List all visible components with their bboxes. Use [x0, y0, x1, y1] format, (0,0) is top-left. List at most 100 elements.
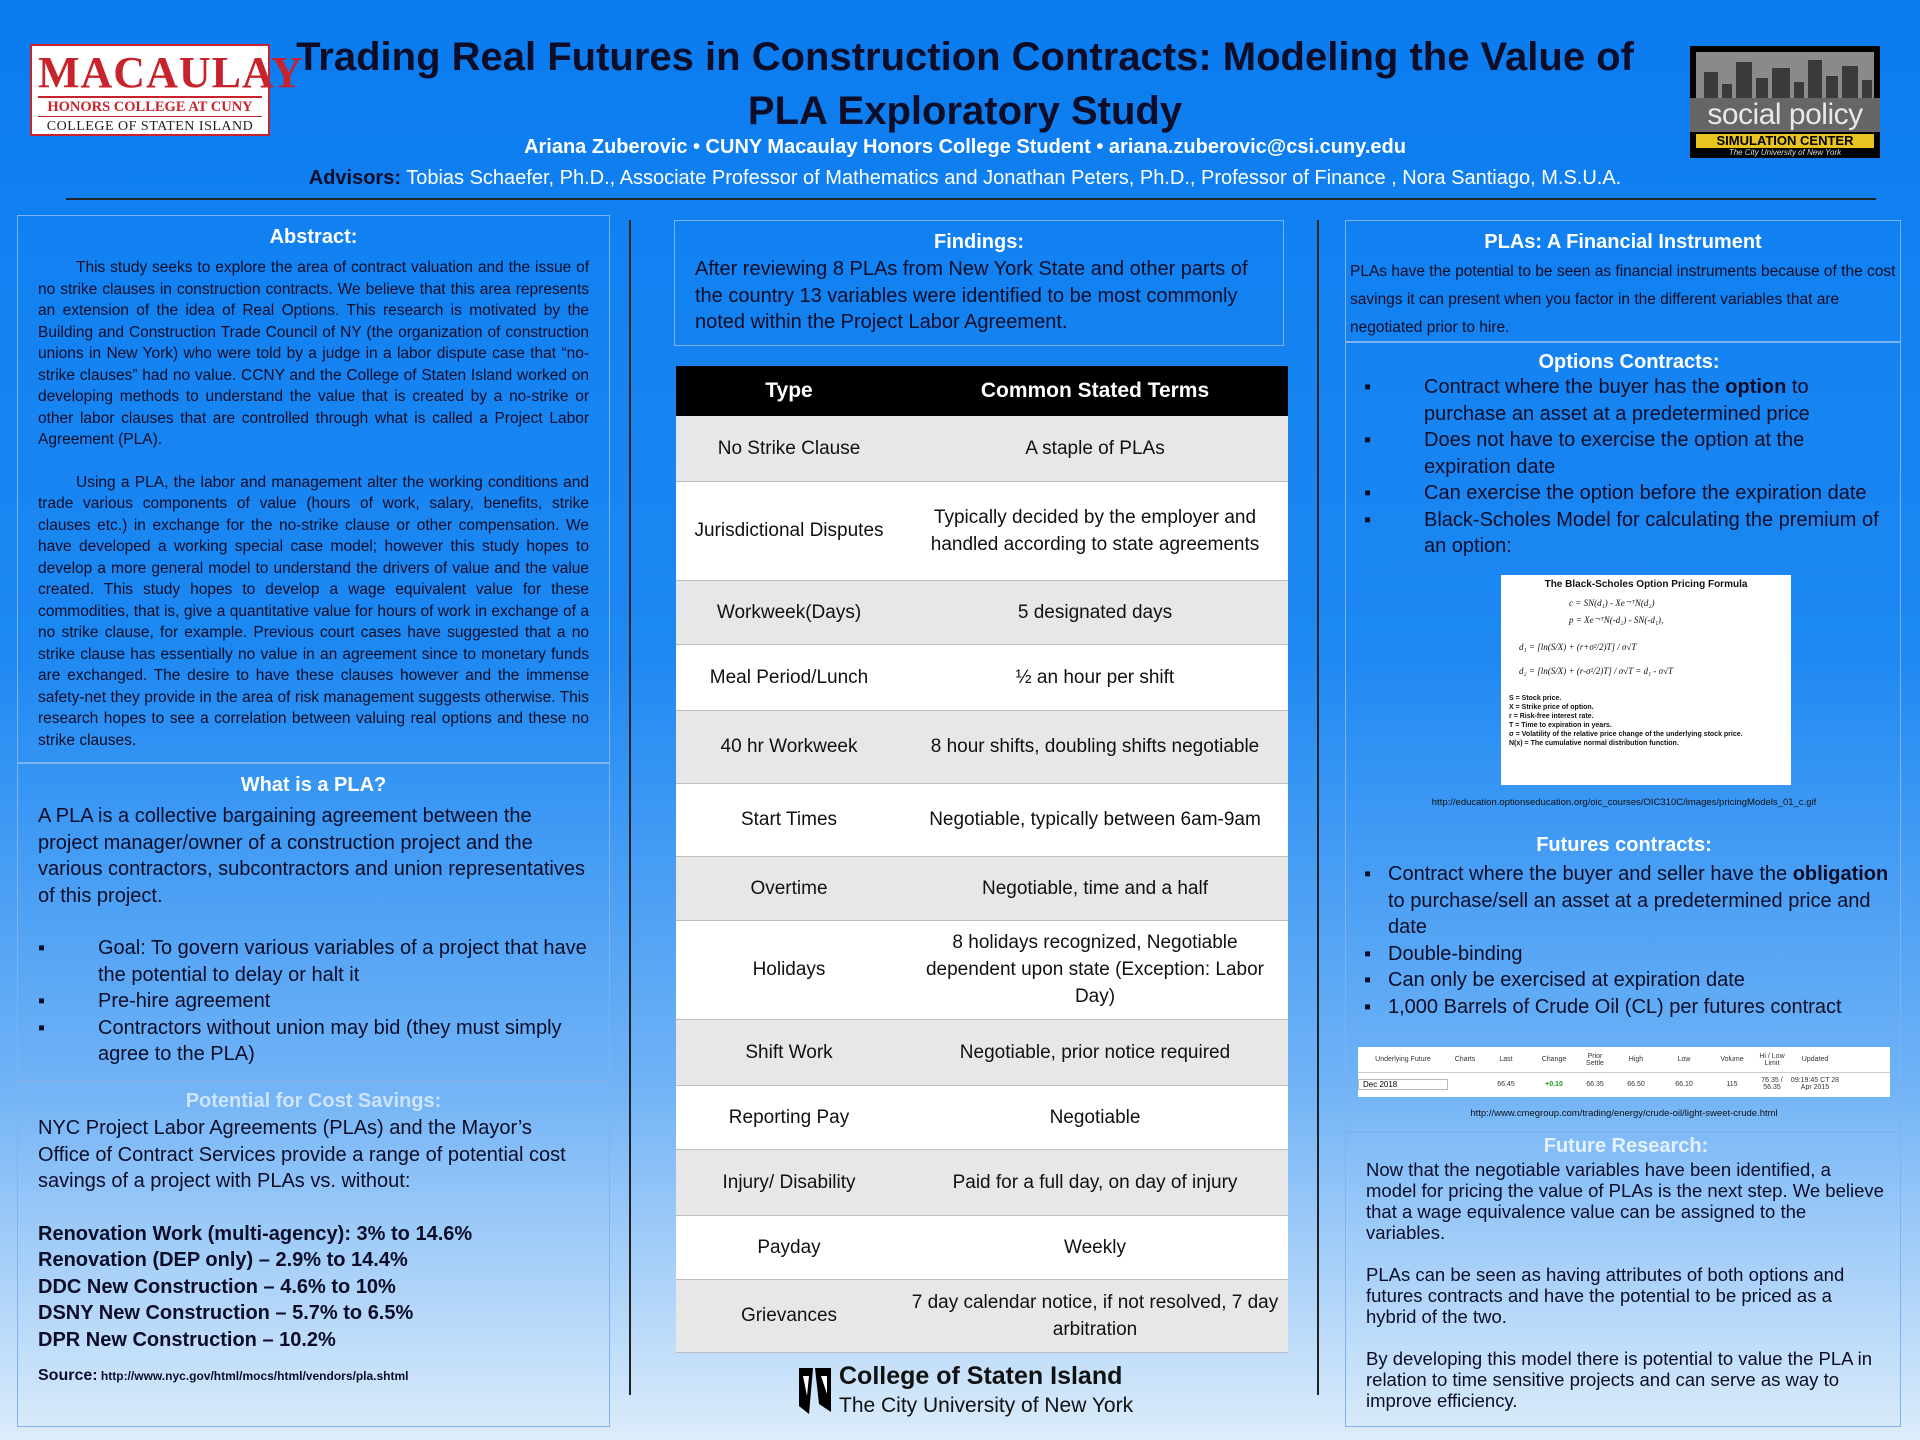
list-item: DPR New Construction – 10.2%	[38, 1328, 336, 1351]
csi-emblem-icon	[799, 1368, 831, 1414]
list-item: Renovation (DEP only) – 2.9% to 14.4%	[38, 1249, 408, 1271]
list-item: DSNY New Construction – 5.7% to 6.5%	[38, 1302, 414, 1324]
abstract-title: Abstract:	[269, 226, 358, 248]
authors-line: Ariana Zuberovic • CUNY Macaulay Honors …	[524, 136, 1406, 158]
futures-table-header: Underlying Future Charts Last Change Pri…	[1358, 1047, 1890, 1073]
abstract-paragraph-1: This study seeks to explore the area of …	[38, 259, 589, 448]
cell-terms: Paid for a full day, on day of injury	[902, 1149, 1288, 1216]
header-divider	[66, 198, 1876, 200]
table-header-row: Type Common Stated Terms	[676, 366, 1288, 416]
cost-savings-text: NYC Project Labor Agreements (PLAs) and …	[38, 1117, 566, 1192]
bs-put: p = Xe⁻ʳᵀN(-d₂) - SN(-d₁),	[1569, 615, 1664, 625]
list-item: Does not have to exercise the option at …	[1364, 427, 1894, 480]
cell-type: Workweek(Days)	[676, 580, 902, 645]
bs-title: The Black-Scholes Option Pricing Formula	[1544, 579, 1748, 590]
cell-type: No Strike Clause	[676, 416, 902, 482]
column-header-terms: Common Stated Terms	[902, 366, 1288, 416]
pla-financial-panel: PLAs: A Financial Instrument PLAs have t…	[1345, 220, 1901, 342]
list-item: Double-binding	[1364, 941, 1894, 968]
cost-savings-source: Source: http://www.nyc.gov/html/mocs/htm…	[38, 1367, 589, 1385]
what-is-pla-title: What is a PLA?	[240, 774, 387, 796]
cell-terms: Negotiable, prior notice required	[902, 1019, 1288, 1086]
bs-d2: d₂ = [ln(S/X) + (r-σ²/2)T] / σ√T = d₁ - …	[1519, 666, 1674, 676]
cell-type: Shift Work	[676, 1019, 902, 1086]
cell-terms: Weekly	[902, 1215, 1288, 1280]
bs-d1: d₁ = [ln(S/X) + (r+σ²/2)T] / σ√T	[1519, 642, 1637, 652]
cell-terms: Negotiable	[902, 1085, 1288, 1150]
findings-text: After reviewing 8 PLAs from New York Sta…	[695, 258, 1248, 333]
social-policy-logo: social policy SIMULATION CENTER The City…	[1690, 46, 1880, 158]
cell-type: Payday	[676, 1215, 902, 1280]
poster-title: Trading Real Futures in Construction Con…	[296, 35, 1634, 133]
cell-terms: 5 designated days	[902, 580, 1288, 645]
futures-quote-table: Underlying Future Charts Last Change Pri…	[1358, 1047, 1890, 1097]
options-futures-panel: Options Contracts: Contract where the bu…	[1345, 342, 1901, 1132]
what-is-pla-text: A PLA is a collective bargaining agreeme…	[38, 805, 585, 907]
black-scholes-image: The Black-Scholes Option Pricing Formula…	[1501, 575, 1791, 785]
cuny-label: The City University of New York	[1728, 148, 1842, 157]
advisors-line: Advisors: Tobias Schaefer, Ph.D., Associ…	[180, 167, 1750, 190]
cost-savings-panel: Potential for Cost Savings: NYC Project …	[17, 1081, 610, 1427]
cell-type: Holidays	[676, 920, 902, 1020]
source-label: Source:	[38, 1367, 98, 1384]
cell-terms: 7 day calendar notice, if not resolved, …	[902, 1279, 1288, 1353]
findings-title: Findings:	[934, 231, 1024, 253]
list-item: Renovation Work (multi-agency): 3% to 14…	[38, 1222, 473, 1245]
cell-type: 40 hr Workweek	[676, 710, 902, 784]
list-item: Can only be exercised at expiration date	[1364, 967, 1894, 994]
column-divider-right	[1317, 220, 1319, 1395]
list-item: Contractors without union may bid (they …	[38, 1015, 589, 1068]
list-item: Can exercise the option before the expir…	[1364, 480, 1894, 507]
source-url: http://www.nyc.gov/html/mocs/html/vendor…	[97, 1369, 409, 1383]
bs-source-url: http://education.optionseducation.org/oi…	[1431, 797, 1817, 808]
cell-terms: ½ an hour per shift	[902, 644, 1288, 711]
future-research-title: Future Research:	[1543, 1135, 1709, 1157]
table-row: Workweek(Days)5 designated days	[676, 580, 1288, 645]
bs-legend: S = Stock price. X = Strike price of opt…	[1509, 695, 1743, 747]
advisors-label: Advisors:	[308, 167, 401, 189]
advisors-names: Tobias Schaefer, Ph.D., Associate Profes…	[401, 167, 1622, 189]
csi-footer-logo: College of Staten Island The City Univer…	[795, 1362, 1175, 1424]
options-title: Options Contracts:	[1538, 351, 1720, 373]
future-research-panel: Future Research: Now that the negotiable…	[1345, 1132, 1901, 1427]
futures-title: Futures contracts:	[1536, 834, 1712, 856]
csi-sub: The City University of New York	[839, 1394, 1134, 1417]
column-divider-left	[629, 220, 631, 1395]
cell-type: Reporting Pay	[676, 1085, 902, 1150]
list-item: Contract where the buyer has the option …	[1364, 374, 1894, 427]
bs-call: c = SN(d₁) - Xe⁻ʳᵀN(d₂)	[1569, 598, 1655, 608]
cell-terms: 8 hour shifts, doubling shifts negotiabl…	[902, 710, 1288, 784]
cell-type: Jurisdictional Disputes	[676, 481, 902, 581]
column-header-type: Type	[676, 366, 902, 416]
cell-terms: A staple of PLAs	[902, 416, 1288, 482]
macaulay-logo: MACAULAY HONORS COLLEGE AT CUNY COLLEGE …	[30, 44, 304, 136]
cell-terms: 8 holidays recognized, Negotiable depend…	[902, 920, 1288, 1020]
futures-list: Contract where the buyer and seller have…	[1364, 861, 1894, 1020]
cell-terms: Negotiable, typically between 6am-9am	[902, 783, 1288, 857]
future-research-p1: Now that the negotiable variables have b…	[1366, 1159, 1884, 1243]
macaulay-logo-name: MACAULAY	[38, 48, 304, 97]
what-is-pla-list: Goal: To govern various variables of a p…	[38, 935, 589, 1068]
cell-type: Grievances	[676, 1279, 902, 1353]
cost-savings-list: Renovation Work (multi-agency): 3% to 14…	[38, 1221, 589, 1354]
future-research-p3: By developing this model there is potent…	[1366, 1348, 1872, 1411]
abstract-panel: Abstract: This study seeks to explore th…	[17, 215, 610, 763]
futures-source-url: http://www.cmegroup.com/trading/energy/c…	[1470, 1108, 1778, 1119]
list-item: Pre-hire agreement	[38, 988, 589, 1015]
cell-type: Injury/ Disability	[676, 1149, 902, 1216]
list-item: Black-Scholes Model for calculating the …	[1364, 507, 1894, 560]
social-policy-brand: social policy	[1690, 98, 1880, 132]
options-list: Contract where the buyer has the option …	[1364, 374, 1894, 560]
cell-terms: Negotiable, time and a half	[902, 856, 1288, 921]
